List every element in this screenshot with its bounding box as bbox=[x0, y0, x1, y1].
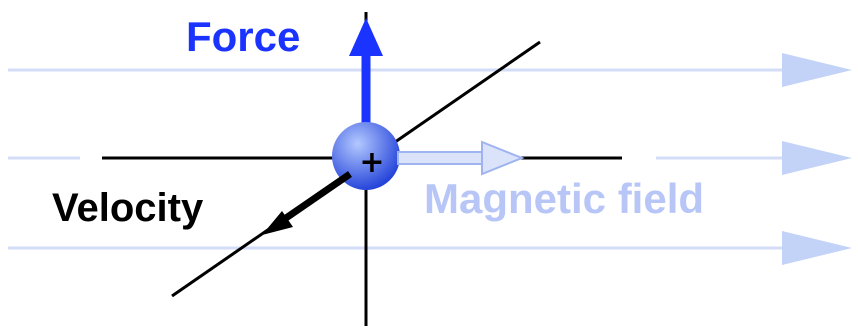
charge-sign: + bbox=[359, 145, 385, 180]
arrow-right-icon bbox=[782, 141, 852, 175]
arrow-down-left-icon bbox=[262, 211, 293, 235]
arrow-right-icon bbox=[782, 231, 852, 265]
force-label: Force bbox=[186, 13, 301, 60]
field-line-bottom bbox=[8, 231, 852, 265]
magnetic-field-lines bbox=[8, 53, 852, 265]
arrow-right-icon bbox=[481, 140, 525, 176]
arrow-up-icon bbox=[349, 18, 383, 56]
force-arrow bbox=[349, 18, 383, 138]
field-line-top bbox=[8, 53, 852, 87]
velocity-arrow bbox=[262, 171, 352, 235]
field-line-middle bbox=[8, 141, 852, 175]
magnetic-field-label: Magnetic field bbox=[424, 175, 705, 222]
magnetic-field-arrow bbox=[397, 140, 525, 176]
velocity-label: Velocity bbox=[52, 186, 204, 230]
arrow-right-icon bbox=[782, 53, 852, 87]
